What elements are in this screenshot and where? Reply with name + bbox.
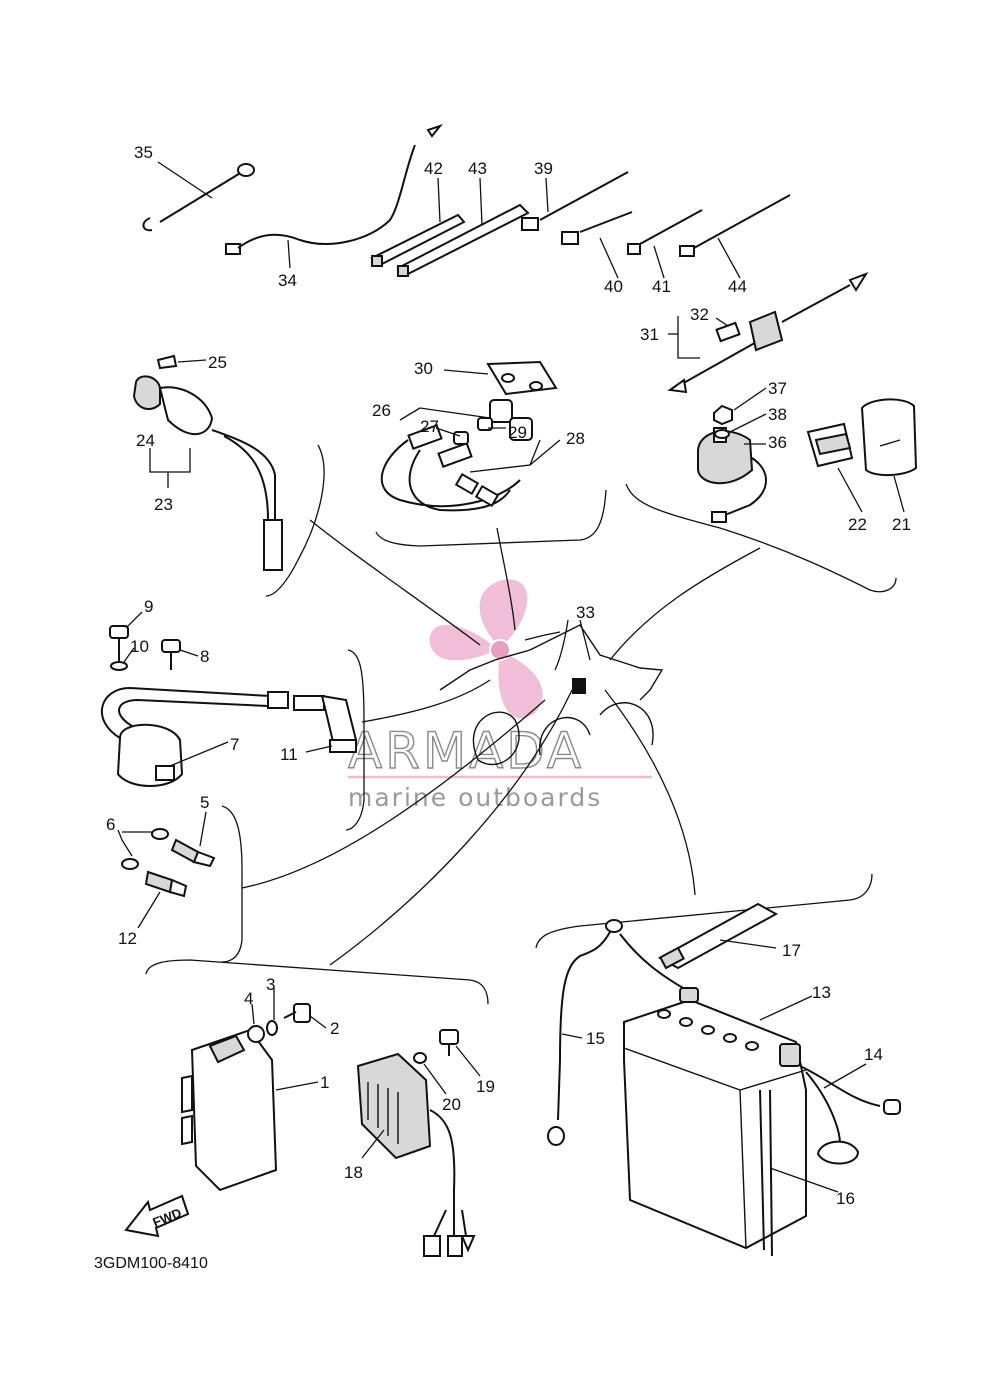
callout-6: 6 [106, 815, 115, 834]
part-42-clamp [370, 177, 466, 268]
callout-15: 15 [586, 1029, 605, 1048]
part-6-gasket [117, 829, 152, 870]
callout-7: 7 [230, 735, 239, 754]
part-44-cable-tie [679, 194, 791, 279]
part-16-vent-hose [759, 1089, 839, 1257]
callout-33: 33 [576, 603, 595, 622]
callout-17: 17 [782, 941, 801, 960]
part-17-battery-band [657, 902, 779, 970]
relay-mount-block [572, 678, 586, 694]
part-12-sensor [137, 870, 188, 929]
callout-40: 40 [604, 277, 623, 296]
callout-36: 36 [768, 433, 787, 452]
callout-37: 37 [768, 379, 787, 398]
part-23-spark-plug-cap [132, 354, 283, 571]
callout-2: 2 [330, 1019, 339, 1038]
callout-26: 26 [372, 401, 391, 420]
part-43-clamp [396, 177, 530, 278]
part-4-washer [247, 1003, 265, 1043]
callout-34: 34 [278, 271, 297, 290]
callout-32: 32 [690, 305, 709, 324]
part-36-starter-relay [697, 427, 767, 523]
callout-16: 16 [836, 1189, 855, 1208]
group-outline-coil [345, 649, 365, 831]
part-14-positive-lead [799, 1063, 901, 1165]
group-outline-relay [625, 483, 897, 593]
callout-38: 38 [768, 405, 787, 424]
part-38-washer [714, 413, 767, 439]
callout-labels: 35 42 43 39 34 40 41 44 32 31 25 30 37 2… [106, 143, 911, 1208]
part-21-cover [860, 398, 918, 513]
part-34-lead-wire [225, 123, 443, 269]
group-outline-battery [535, 873, 873, 949]
watermark-logo: ARMADA marine outboards [347, 576, 652, 812]
part-8-bolt [161, 639, 199, 670]
part-7-ignition-coil [100, 686, 289, 787]
callout-22: 22 [848, 515, 867, 534]
callout-9: 9 [144, 597, 153, 616]
callout-28: 28 [566, 429, 585, 448]
callout-5: 5 [200, 793, 209, 812]
callout-31: 31 [640, 325, 659, 344]
callout-44: 44 [728, 277, 747, 296]
part-39-cable-tie [521, 171, 629, 231]
part-9-bolt [109, 611, 143, 664]
callout-8: 8 [200, 647, 209, 666]
callout-20: 20 [442, 1095, 461, 1114]
group-outline-sensors [221, 805, 243, 963]
engine-outline [439, 624, 664, 766]
callout-10: 10 [130, 637, 149, 656]
callout-3: 3 [266, 975, 275, 994]
part-18-regulator [356, 1052, 476, 1257]
part-2-bolt [283, 1003, 327, 1029]
callout-4: 4 [244, 989, 253, 1008]
callout-39: 39 [534, 159, 553, 178]
callout-18: 18 [344, 1163, 363, 1182]
part-40-cable-tie [561, 211, 633, 279]
drawing-code: 3GDM100-8410 [94, 1255, 208, 1272]
part-13-battery [623, 987, 813, 1250]
callout-42: 42 [424, 159, 443, 178]
part-31-fuse-holder [667, 272, 869, 394]
callout-12: 12 [118, 929, 137, 948]
callout-23: 23 [154, 495, 173, 514]
callout-1: 1 [320, 1073, 329, 1092]
group-outline-cdi [145, 959, 489, 1005]
callout-19: 19 [476, 1077, 495, 1096]
callout-27: 27 [420, 417, 439, 436]
part-30-plate [443, 360, 558, 396]
part-20-washer [413, 1052, 447, 1095]
part-10-washer [110, 647, 135, 671]
watermark-brand: ARMADA [348, 722, 584, 780]
part-5-sensor [151, 811, 216, 868]
callout-21: 21 [892, 515, 911, 534]
part-19-bolt [439, 1029, 481, 1077]
callout-24: 24 [136, 431, 155, 450]
callout-25: 25 [208, 353, 227, 372]
callout-35: 35 [134, 143, 153, 162]
part-1-cdi-unit [181, 1028, 319, 1192]
callout-43: 43 [468, 159, 487, 178]
part-15-ground-lead [547, 919, 691, 1146]
callout-29: 29 [508, 423, 527, 442]
part-3-washer [266, 988, 278, 1036]
propeller-icon [426, 576, 546, 722]
part-35-ground-cable [142, 161, 255, 232]
part-26-connector-set [380, 399, 561, 512]
part-37-nut [713, 387, 767, 426]
callout-41: 41 [652, 277, 671, 296]
watermark-tagline: marine outboards [348, 783, 602, 812]
part-22-rectifier [806, 422, 863, 513]
routing-curves [241, 519, 761, 966]
part-41-cable-tie [627, 209, 703, 279]
callout-13: 13 [812, 983, 831, 1002]
callout-14: 14 [864, 1045, 883, 1064]
group-outline-connectors [375, 489, 607, 547]
callout-30: 30 [414, 359, 433, 378]
callout-11: 11 [280, 745, 298, 764]
group-outline-ignition [265, 444, 325, 597]
fwd-arrow-icon: FWD [124, 1194, 190, 1238]
part-11-plug-cap [293, 694, 358, 753]
